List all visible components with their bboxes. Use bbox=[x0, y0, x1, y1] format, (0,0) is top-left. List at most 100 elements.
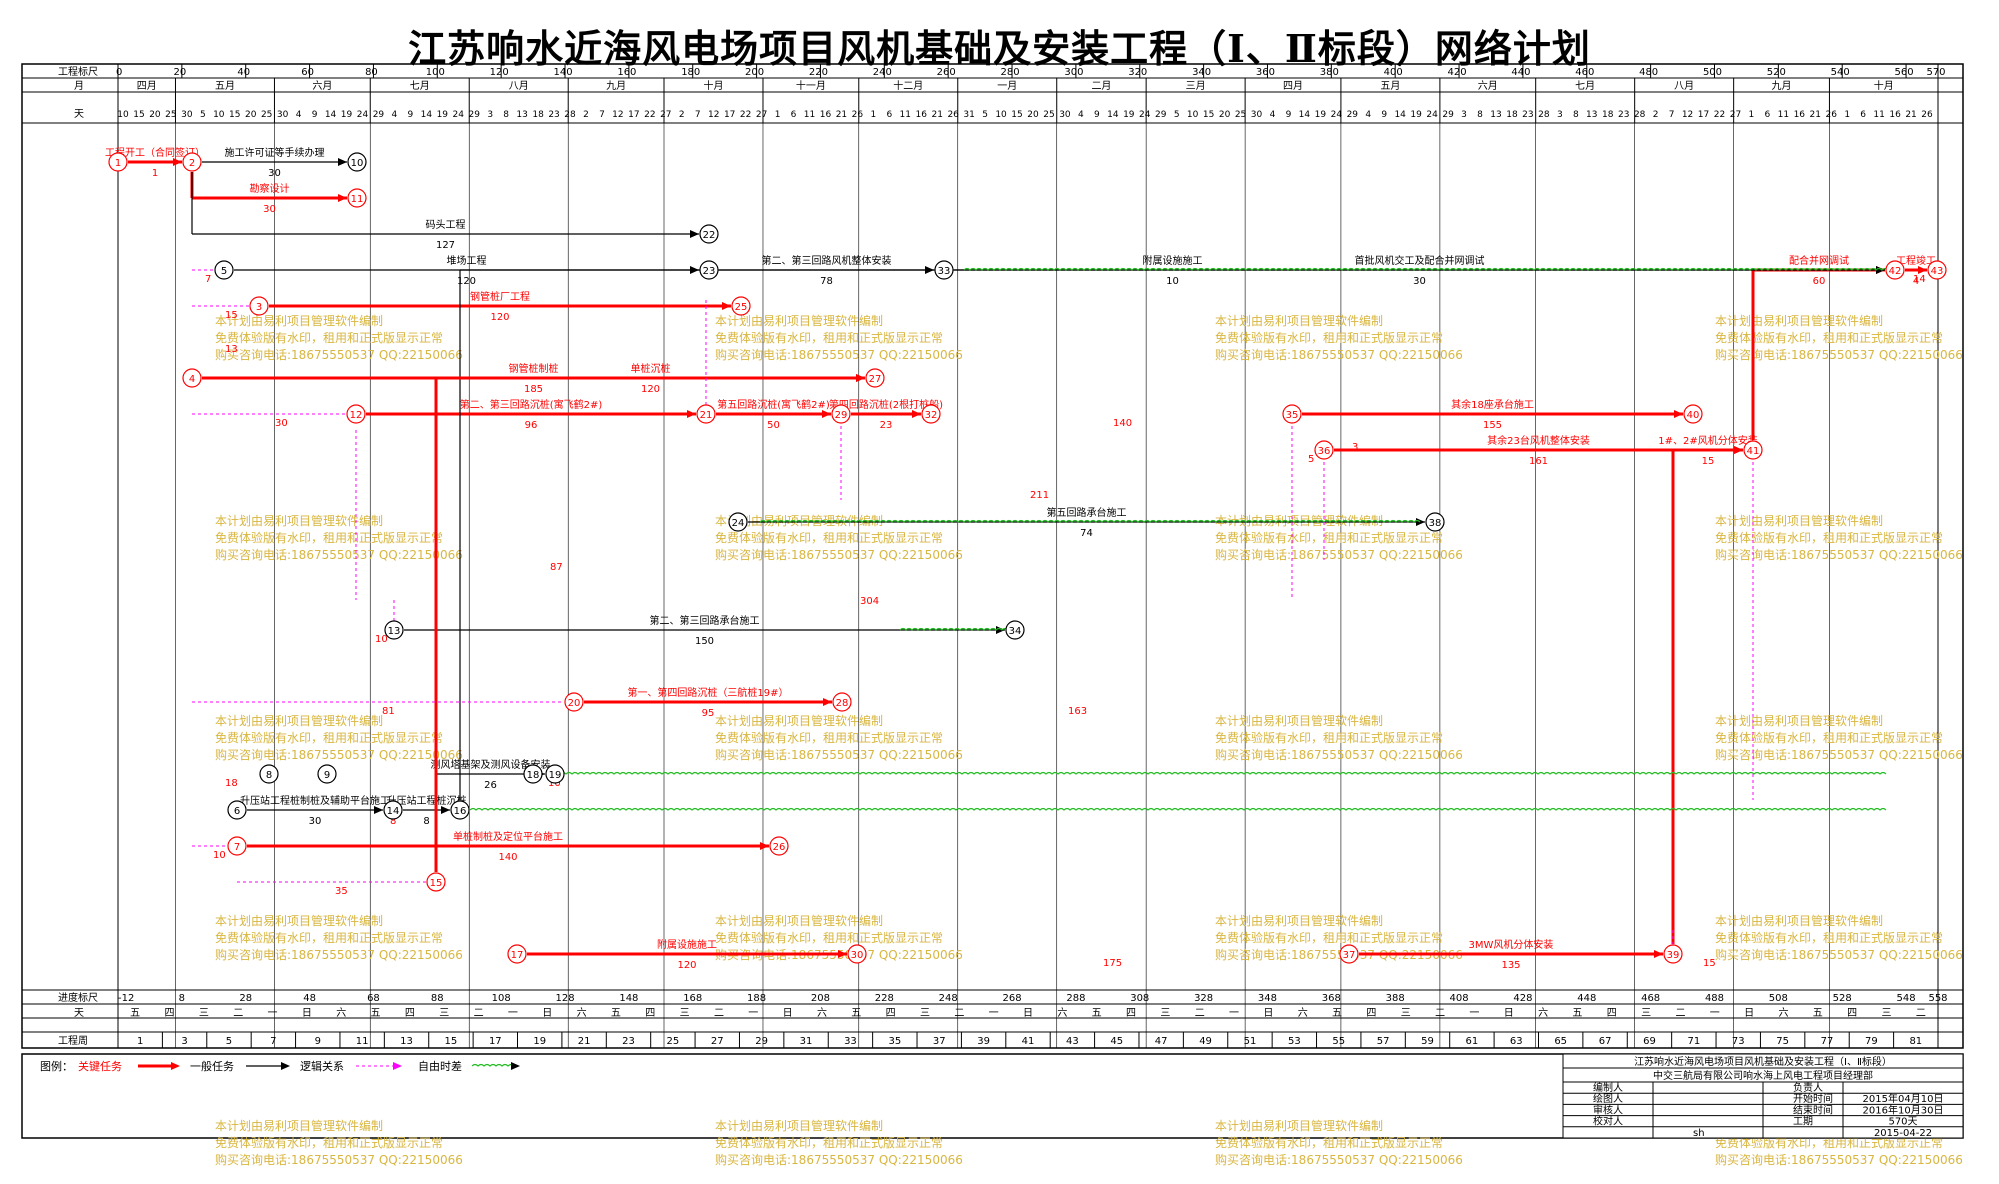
progress-tick-label: 328 bbox=[1194, 993, 1213, 1004]
weekday-label: 四 bbox=[405, 1008, 415, 1019]
scale-tick-label: 360 bbox=[1256, 67, 1275, 78]
scale-tick-label: 460 bbox=[1575, 67, 1594, 78]
day-label: 29 bbox=[373, 110, 385, 120]
day-label: 6 bbox=[1860, 110, 1866, 120]
task-duration: 155 bbox=[1483, 420, 1502, 431]
task-duration: 95 bbox=[702, 708, 715, 719]
watermark-text: 免费体验版有水印，租用和正式版显示正常 bbox=[1215, 330, 1443, 345]
task-name: 第四回路沉桩(2根打桩船) bbox=[829, 398, 943, 411]
event-node-number: 20 bbox=[568, 698, 581, 709]
scale-tick-label: 40 bbox=[237, 67, 250, 78]
float-duration: 211 bbox=[1030, 490, 1049, 501]
progress-tick-label: 88 bbox=[431, 993, 444, 1004]
watermark-text: 免费体验版有水印，租用和正式版显示正常 bbox=[215, 930, 443, 945]
event-node bbox=[346, 404, 366, 424]
week-number: 61 bbox=[1466, 1036, 1479, 1047]
day-label: 10 bbox=[213, 110, 225, 120]
legend-critical-arrow bbox=[171, 1062, 180, 1070]
progress-tick-label: 48 bbox=[303, 993, 316, 1004]
event-node bbox=[347, 152, 367, 172]
day-label: 7 bbox=[695, 110, 701, 120]
event-node-number: 33 bbox=[938, 266, 951, 277]
progress-tick-label: 308 bbox=[1130, 993, 1149, 1004]
event-node-number: 24 bbox=[732, 518, 745, 529]
day-label: 14 bbox=[1394, 110, 1406, 120]
legend-logic-label: 逻辑关系 bbox=[300, 1059, 344, 1073]
scale-tick-label: 400 bbox=[1384, 67, 1403, 78]
watermark-text: 购买咨询电话:18675550537 QQ:22150066 bbox=[1215, 747, 1463, 762]
day-label: 24 bbox=[453, 110, 465, 120]
week-number: 49 bbox=[1199, 1036, 1212, 1047]
scale-tick-label: 560 bbox=[1895, 67, 1914, 78]
progress-tick-label: 368 bbox=[1322, 993, 1341, 1004]
week-number: 57 bbox=[1377, 1036, 1390, 1047]
event-node bbox=[1005, 620, 1025, 640]
day-label: 21 bbox=[1905, 110, 1916, 120]
task-name: 第五回路沉桩(寓飞鹤2#) bbox=[717, 398, 830, 411]
event-node-number: 37 bbox=[1343, 950, 1356, 961]
watermark-text: 免费体验版有水印，租用和正式版显示正常 bbox=[1215, 930, 1443, 945]
event-node-number: 30 bbox=[851, 950, 864, 961]
weekday-label: 一 bbox=[268, 1008, 278, 1019]
day-label: 28 bbox=[564, 110, 576, 120]
month-label: 十二月 bbox=[893, 79, 923, 92]
watermark-text: 购买咨询电话:18675550537 QQ:22150066 bbox=[1215, 547, 1463, 562]
progress-tick-label: 208 bbox=[811, 993, 830, 1004]
day-label: 17 bbox=[628, 110, 639, 120]
progress-tick-label: 348 bbox=[1258, 993, 1277, 1004]
watermark-text: 免费体验版有水印，租用和正式版显示正常 bbox=[1215, 1135, 1443, 1150]
day-label: 9 bbox=[1286, 110, 1292, 120]
weekday-label: 二 bbox=[1916, 1008, 1926, 1019]
watermark-text: 购买咨询电话:18675550537 QQ:22150066 bbox=[1715, 747, 1963, 762]
weekday-label: 六 bbox=[577, 1007, 587, 1019]
progress-tick-label: 468 bbox=[1641, 993, 1660, 1004]
scale-tick-label: 100 bbox=[426, 67, 445, 78]
event-node bbox=[1663, 944, 1683, 964]
week-number: 75 bbox=[1776, 1036, 1789, 1047]
watermark-text: 本计划由易利项目管理软件编制 bbox=[1215, 913, 1383, 928]
event-node-number: 8 bbox=[266, 770, 272, 781]
day-label: 16 bbox=[916, 110, 928, 120]
day-label: 14 bbox=[1107, 110, 1119, 120]
watermark-text: 本计划由易利项目管理软件编制 bbox=[715, 913, 883, 928]
watermark-text: 购买咨询电话:18675550537 QQ:22150066 bbox=[215, 547, 463, 562]
day-label: 4 bbox=[296, 110, 302, 120]
weekday-label: 六 bbox=[1057, 1007, 1067, 1019]
week-number: 59 bbox=[1421, 1036, 1434, 1047]
day-label: 2 bbox=[1653, 110, 1659, 120]
task-name: 3MW风机分体安装 bbox=[1469, 938, 1554, 951]
day-label: 22 bbox=[740, 110, 751, 120]
title-block-key: 开始时间 bbox=[1793, 1092, 1833, 1105]
float-duration: 7 bbox=[205, 274, 211, 285]
weekday-label: 日 bbox=[783, 1008, 793, 1019]
progress-tick-label: 408 bbox=[1450, 993, 1469, 1004]
weekday-label: 五 bbox=[851, 1008, 861, 1019]
event-node-number: 17 bbox=[511, 950, 524, 961]
month-label: 四月 bbox=[1283, 80, 1303, 92]
header-month-label: 月 bbox=[74, 80, 84, 92]
watermark-text: 本计划由易利项目管理软件编制 bbox=[715, 313, 883, 328]
day-label: 28 bbox=[1634, 110, 1646, 120]
day-label: 26 bbox=[947, 110, 959, 120]
arrow-head bbox=[173, 158, 182, 166]
watermark-text: 本计划由易利项目管理软件编制 bbox=[215, 713, 383, 728]
task-name: 第二、第三回路风机整体安装 bbox=[762, 254, 892, 267]
week-number: 43 bbox=[1066, 1036, 1079, 1047]
progress-tick-label: 248 bbox=[939, 993, 958, 1004]
legend-float-label: 自由时差 bbox=[418, 1059, 462, 1073]
week-number: 3 bbox=[181, 1036, 187, 1047]
weekday-label: 五 bbox=[1332, 1008, 1342, 1019]
weekday-label: 日 bbox=[1023, 1008, 1033, 1019]
day-label: 8 bbox=[1573, 110, 1579, 120]
watermark-text: 购买咨询电话:18675550537 QQ:22150066 bbox=[1715, 1152, 1963, 1167]
arrow-head bbox=[1654, 950, 1663, 958]
float-duration: 35 bbox=[335, 886, 348, 897]
month-label: 二月 bbox=[1091, 80, 1111, 92]
day-label: 16 bbox=[820, 110, 832, 120]
week-number: 41 bbox=[1022, 1036, 1035, 1047]
weekday-label: 三 bbox=[680, 1008, 690, 1019]
task-duration: 135 bbox=[1501, 960, 1520, 971]
day-label: 8 bbox=[503, 110, 509, 120]
weekday-label: 六 bbox=[336, 1007, 346, 1019]
arrow-head bbox=[1876, 266, 1885, 274]
